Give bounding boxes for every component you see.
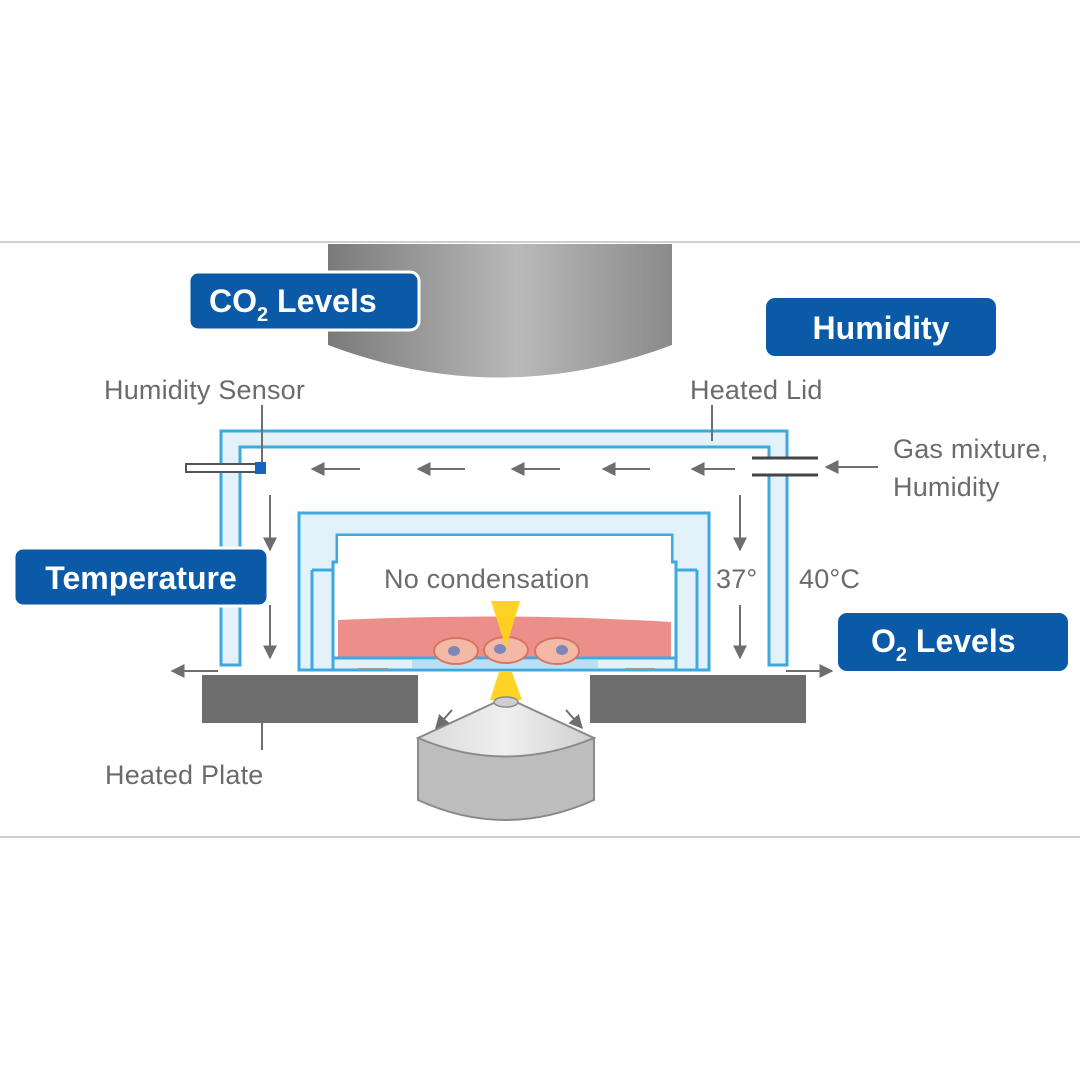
humidity-sensor-probe: [185, 463, 259, 473]
o2-levels-badge: O2 Levels: [838, 613, 1068, 671]
gas-inlet-port: [752, 458, 818, 474]
heated-plate-left: [202, 675, 418, 723]
temperature-badge: Temperature: [12, 546, 270, 608]
heated-lid-label: Heated Lid: [690, 375, 823, 405]
humidity-badge: Humidity: [766, 298, 996, 356]
airflow-down-arrows: [263, 495, 747, 660]
outer-chamber: [219, 429, 789, 667]
dish-glass-window: [412, 660, 598, 668]
objective-motion-right: [565, 709, 583, 730]
gas-mixture-label-line2: Humidity: [893, 472, 1000, 502]
svg-text:Temperature: Temperature: [45, 560, 236, 596]
gas-mixture-label-line1: Gas mixture,: [893, 434, 1048, 464]
objective-motion-left: [435, 709, 453, 730]
inner-temperature-label: 37°: [716, 564, 757, 594]
heated-plate-right: [590, 675, 806, 723]
svg-text:O2 Levels: O2 Levels: [871, 623, 1016, 666]
lower-objective-cone: [415, 701, 597, 758]
svg-text:Humidity: Humidity: [813, 310, 950, 346]
laser-beam-top: [491, 601, 520, 648]
co2-levels-badge: CO2 Levels: [187, 270, 421, 332]
cells: [433, 636, 580, 665]
svg-text:CO2 Levels: CO2 Levels: [209, 283, 377, 326]
lower-objective-body: [417, 737, 595, 821]
humidity-sensor-label: Humidity Sensor: [104, 375, 305, 405]
no-condensation-label: No condensation: [384, 564, 590, 594]
humidity-sensor-icon: [255, 462, 266, 474]
lower-objective-lens: [493, 696, 519, 708]
heated-plate-label: Heated Plate: [105, 760, 264, 790]
dish-wall-steps: [310, 568, 699, 670]
laser-beam-bottom: [490, 672, 522, 700]
outer-temperature-label: 40°C: [799, 564, 860, 594]
